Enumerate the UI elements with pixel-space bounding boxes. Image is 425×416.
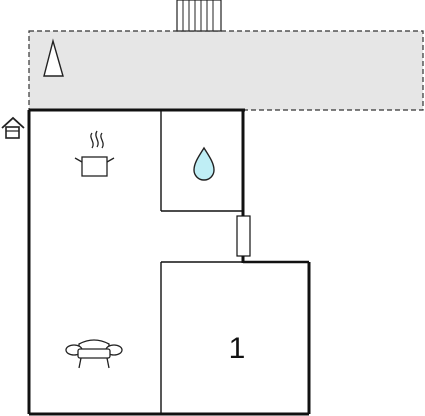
cooking-pot-icon (74, 130, 115, 177)
tree-icon (43, 38, 64, 77)
door-element (236, 215, 251, 257)
terrace-area (28, 30, 424, 111)
entrance-house-icon (1, 116, 25, 139)
water-drop-icon (193, 146, 215, 181)
sofa-icon (65, 339, 123, 369)
bedroom-number: 1 (229, 332, 246, 365)
stairs-icon (176, 0, 222, 32)
house-walls (27, 108, 311, 416)
